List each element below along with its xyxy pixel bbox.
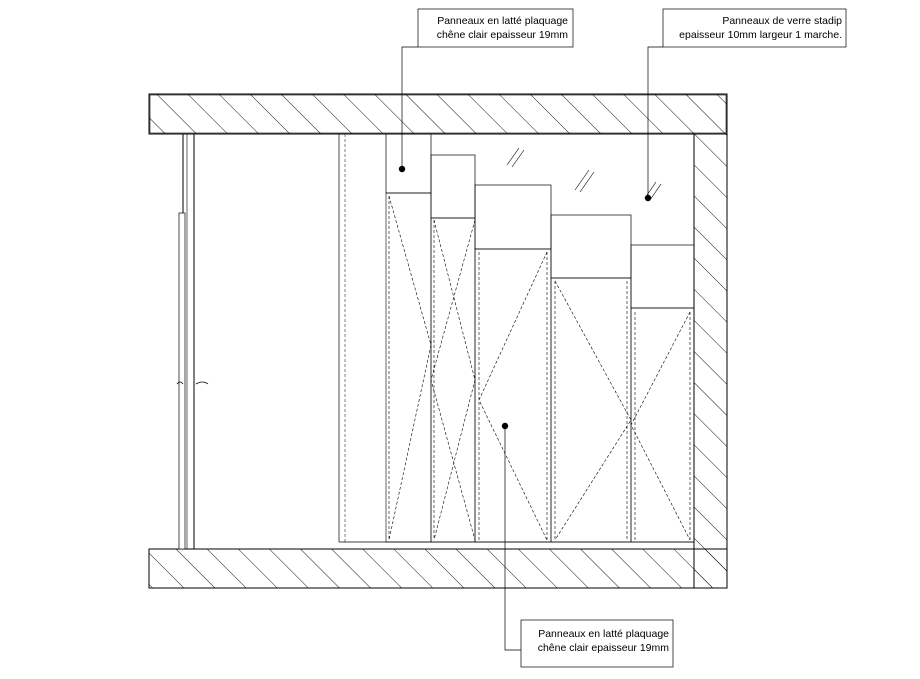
right-wall [693,133,728,589]
step-3 [474,184,552,250]
step-4 [550,214,632,279]
callout-bottom-line1: Panneaux en latté plaquage [538,628,669,640]
callout-top-left: Panneaux en latté plaquage chêne clair e… [417,8,574,48]
step-2 [430,154,476,219]
callout-top-right: Panneaux de verre stadip epaisseur 10mm … [662,8,847,48]
step-5 [630,244,695,309]
callout-bottom-line2: chêne clair epaisseur 19mm [538,642,670,654]
callout-bottom: Panneaux en latté plaquage chêne clair e… [520,619,674,668]
door-handle-icon [176,381,209,385]
storage-panels [385,192,695,543]
top-wall [148,93,728,135]
callout-top-left-line2: chêne clair epaisseur 19mm [437,29,569,41]
door [176,133,209,550]
callout-top-left-line1: Panneaux en latté plaquage [437,15,568,27]
callout-top-right-line1: Panneaux de verre stadip [722,15,842,27]
glass-reflection-icon [506,147,662,201]
side-panel [338,134,694,543]
floor-slab [148,548,728,589]
leader-lines [401,46,663,651]
callout-top-right-line2: epaisseur 10mm largeur 1 marche. [679,29,842,41]
step-1 [385,133,432,194]
leader-dots [398,165,652,430]
